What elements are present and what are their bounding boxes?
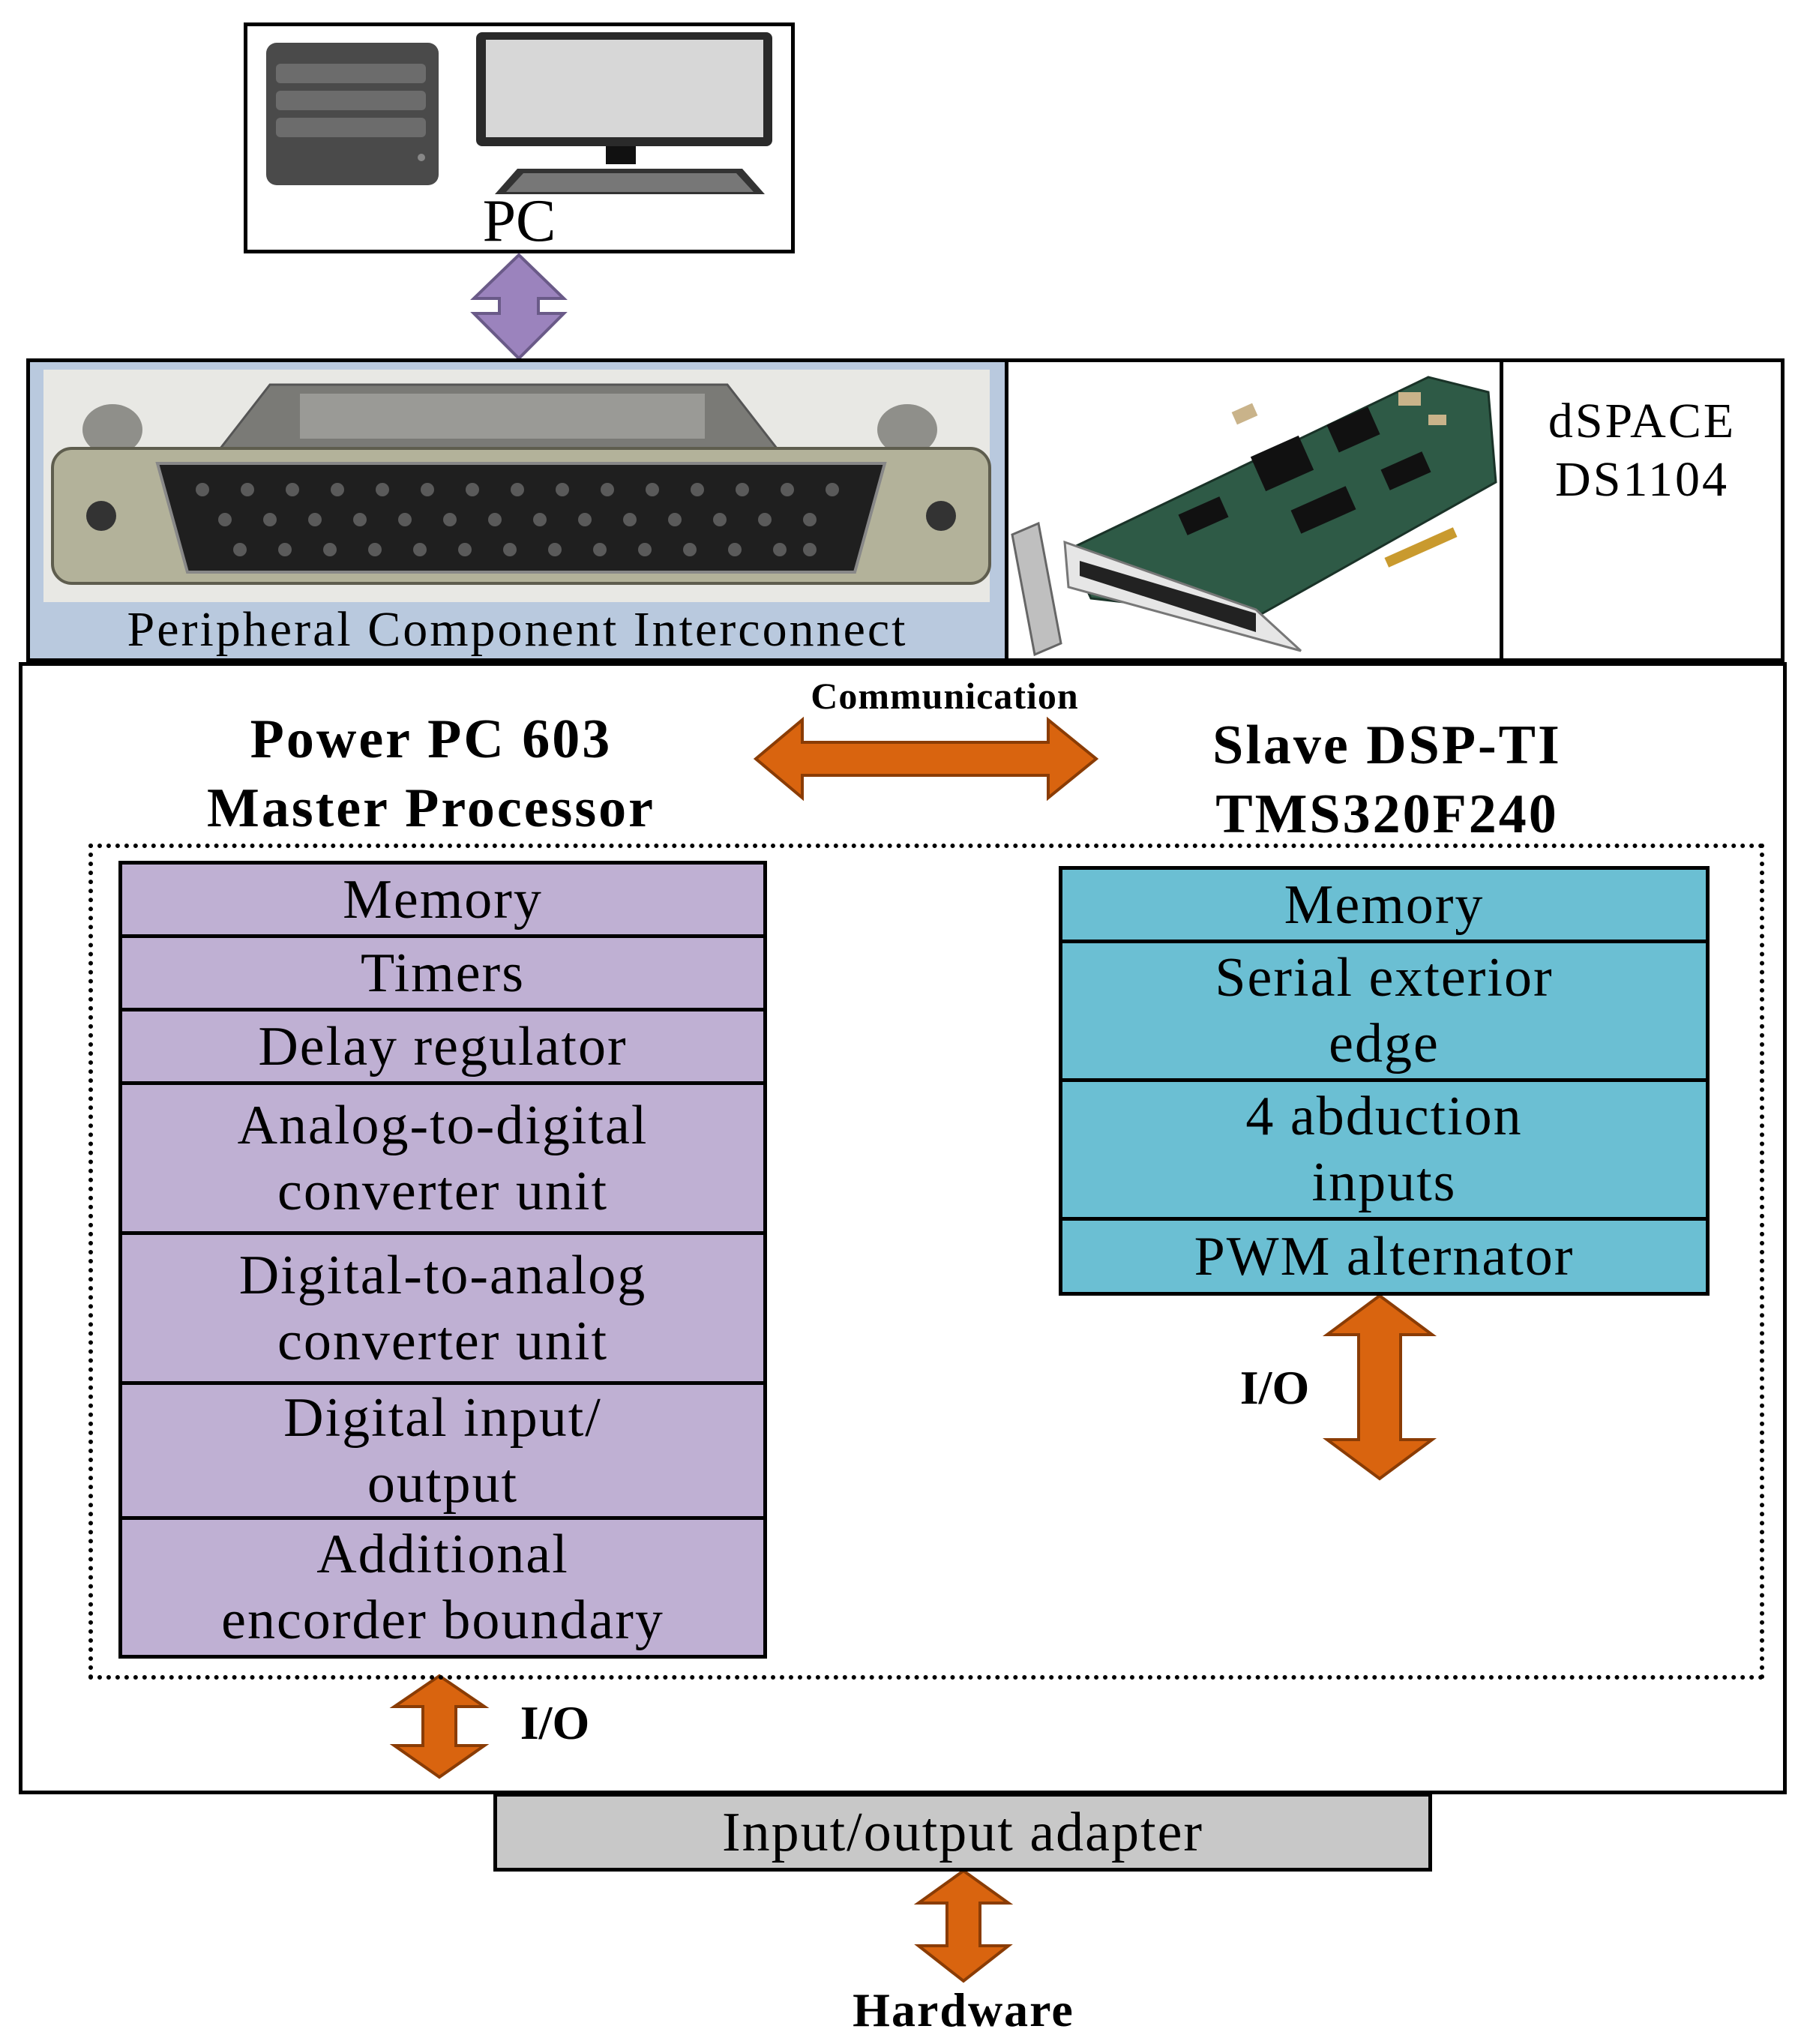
communication-arrow bbox=[753, 716, 1099, 802]
pc-box: PC bbox=[244, 22, 795, 253]
hardware-arrow bbox=[913, 1869, 1014, 1983]
processor-dotted-boundary bbox=[88, 844, 1764, 1680]
master-io-arrow bbox=[389, 1674, 490, 1779]
slave-title-line1: Slave DSP-TI bbox=[1212, 715, 1562, 776]
pci-panel: Peripheral Component Interconnect bbox=[26, 358, 1008, 662]
dspace-pcb bbox=[1067, 376, 1497, 619]
slave-block-pwm: PWM alternator bbox=[1059, 1217, 1710, 1296]
dspace-board-image bbox=[1011, 376, 1497, 657]
pci-connector-image bbox=[43, 370, 991, 602]
communication-label: Communication bbox=[811, 675, 1079, 717]
io-adapter-label: Input/output adapter bbox=[721, 1801, 1204, 1863]
master-io-label: I/O bbox=[520, 1696, 590, 1749]
slave-io-arrow bbox=[1322, 1293, 1437, 1481]
hardware-label: Hardware bbox=[853, 1983, 1074, 2037]
dspace-label-line1: dSPACE bbox=[1548, 394, 1737, 448]
master-title-line1: Power PC 603 bbox=[250, 709, 613, 770]
master-processor-title: Power PC 603 Master Processor bbox=[112, 705, 750, 843]
dspace-divider bbox=[1500, 362, 1503, 658]
io-adapter-box: Input/output adapter bbox=[493, 1793, 1432, 1872]
board-body bbox=[19, 662, 1787, 1794]
pc-label: PC bbox=[482, 188, 556, 254]
pc-pci-arrow bbox=[470, 253, 568, 361]
master-block-timers: Timers bbox=[118, 934, 767, 1012]
slave-io-label: I/O bbox=[1239, 1361, 1310, 1414]
computer-icon bbox=[266, 32, 772, 194]
master-block-digital-io: Digital input/output bbox=[118, 1381, 767, 1520]
master-block-delay-regulator: Delay regulator bbox=[118, 1008, 767, 1085]
dspace-label: dSPACE DS1104 bbox=[1503, 392, 1781, 509]
dspace-panel: dSPACE DS1104 bbox=[1008, 358, 1785, 662]
slave-block-memory: Memory bbox=[1059, 866, 1710, 943]
slave-title-line2: TMS320F240 bbox=[1215, 784, 1559, 845]
pci-label: Peripheral Component Interconnect bbox=[127, 602, 908, 657]
master-title-line2: Master Processor bbox=[207, 778, 655, 839]
dspace-label-line2: DS1104 bbox=[1555, 452, 1729, 507]
master-block-memory: Memory bbox=[118, 861, 767, 938]
slave-processor-title: Slave DSP-TI TMS320F240 bbox=[1110, 711, 1665, 849]
